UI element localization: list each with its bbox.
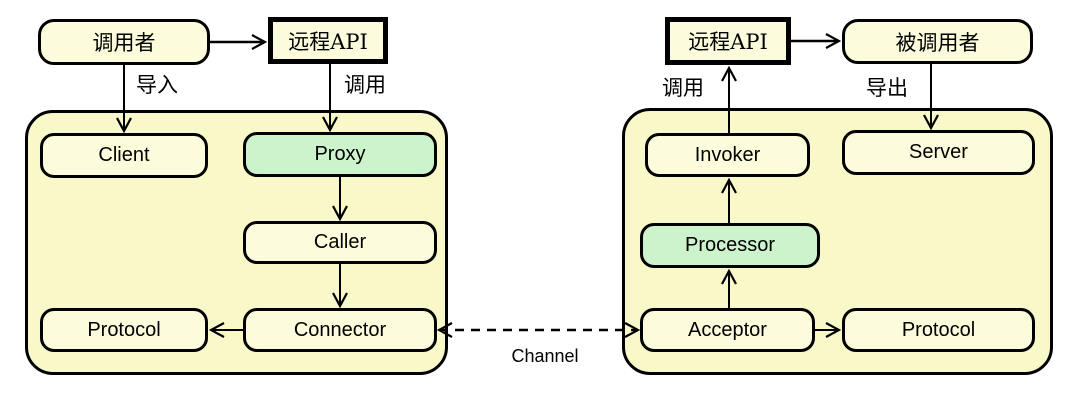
edge-label-import: 导入 <box>136 73 178 97</box>
node-protocol-client: Protocol <box>40 308 208 352</box>
node-processor: Processor <box>640 223 820 268</box>
node-proxy: Proxy <box>243 132 437 177</box>
node-connector: Connector <box>243 308 437 352</box>
edge-label-export: 导出 <box>866 76 908 100</box>
server-side-callee-box: 被调用者 <box>842 19 1033 64</box>
server-side-remote-api-box: 远程API <box>665 17 791 65</box>
node-invoker: Invoker <box>645 133 810 177</box>
client-side-caller-box: 调用者 <box>38 19 210 65</box>
edge-label-invoke-left: 调用 <box>344 73 386 97</box>
node-caller: Caller <box>243 221 437 264</box>
node-acceptor: Acceptor <box>640 308 815 352</box>
node-protocol-server: Protocol <box>842 308 1035 352</box>
node-client: Client <box>40 133 208 178</box>
client-side-remote-api-box: 远程API <box>268 17 388 64</box>
channel-label: Channel <box>511 346 579 366</box>
edge-label-invoke-right: 调用 <box>662 76 704 100</box>
node-server: Server <box>842 130 1035 175</box>
